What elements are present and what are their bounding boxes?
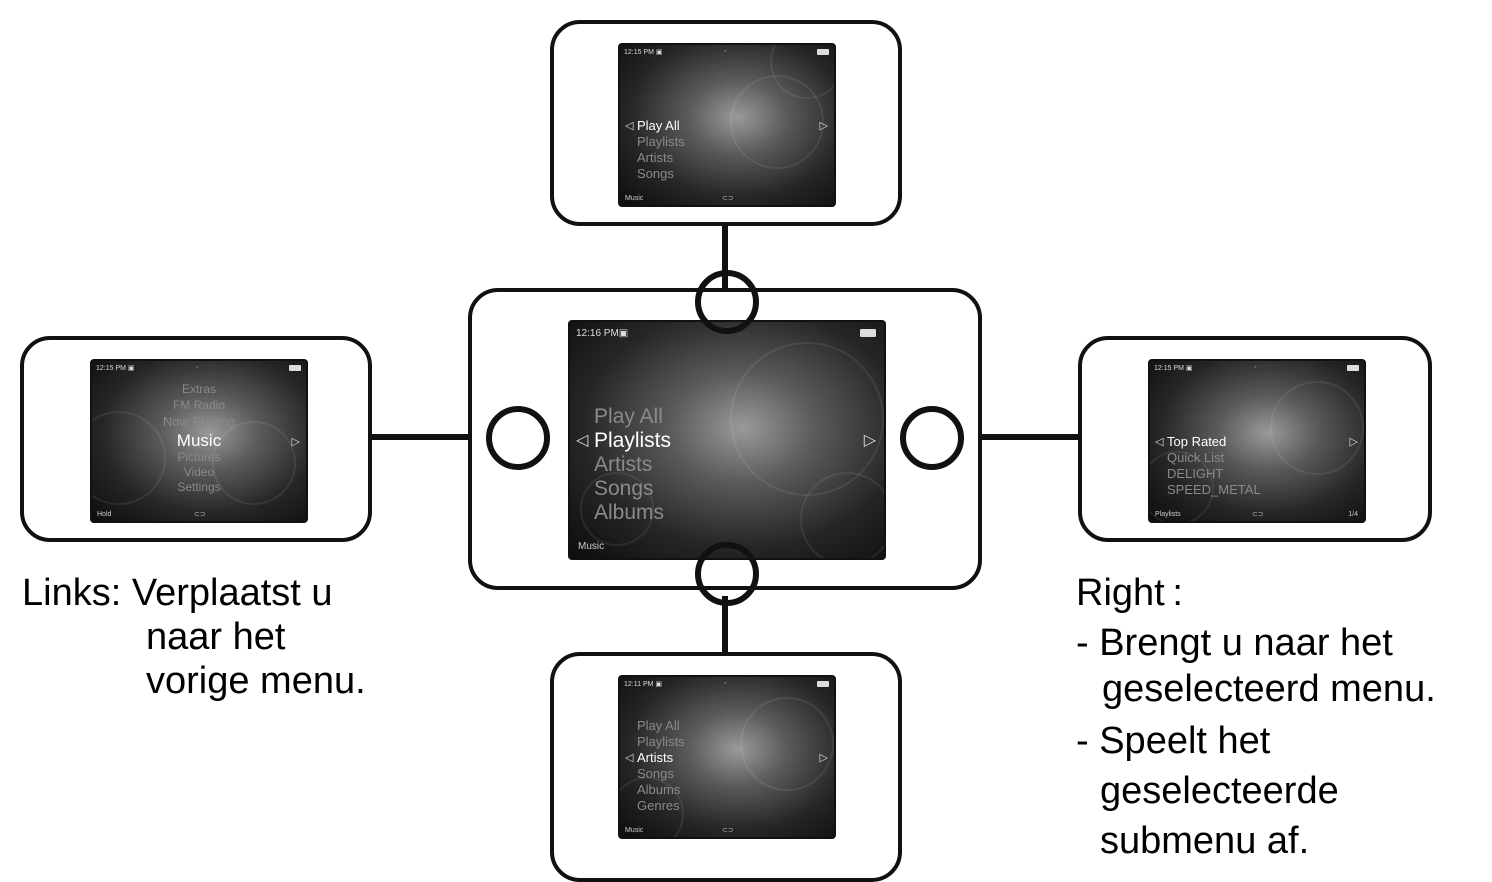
left-button-ring[interactable] [486, 406, 550, 470]
connector-line-bottom [722, 596, 728, 660]
menu-item[interactable]: Now Playing [162, 414, 236, 429]
caption-right-line4: - Speelt het [1076, 720, 1271, 762]
caption-right-line6: submenu af. [1100, 820, 1310, 862]
menu-item[interactable]: Play All [637, 718, 680, 733]
signal-icon: ◦ [724, 680, 727, 687]
right-marker-icon: ▷ [819, 120, 828, 132]
status-time: 12:15 PM ▣ [1154, 365, 1193, 372]
caption-left-line2: naar het [146, 616, 286, 658]
signal-icon: ◦ [196, 364, 199, 371]
battery-icon [817, 49, 829, 55]
battery-icon [1347, 365, 1359, 371]
menu-item[interactable]: Quick List [1167, 450, 1225, 465]
connector-line-top [722, 222, 728, 292]
menu-item[interactable]: Artists [637, 150, 674, 165]
right-marker-icon: ▷ [1349, 436, 1358, 448]
footer-label: Music [625, 827, 644, 834]
left-marker-icon: ◁ [625, 120, 634, 132]
menu-list-right: Top Rated Quick List DELIGHT SPEED_METAL [1167, 435, 1364, 499]
up-button-ring[interactable] [695, 270, 759, 334]
menu-item[interactable]: Extras [181, 382, 216, 396]
menu-item[interactable]: Albums [594, 501, 665, 524]
menu-item[interactable]: Play All [594, 405, 663, 428]
menu-item[interactable]: Artists [637, 750, 674, 765]
page-counter: 1/4 [1348, 511, 1358, 518]
status-time: 12:15 PM ▣ [96, 365, 135, 372]
device-bottom: 12:11 PM ▣ ◦ ◁ ▷ Play All Playlists Arti… [550, 652, 902, 882]
left-marker-icon: ◁ [625, 752, 634, 764]
device-right: 12:15 PM ▣ ◦ ◁ ▷ Top Rated Quick List DE… [1078, 336, 1432, 542]
footer-label: Hold [97, 511, 112, 518]
status-time: 12:15 PM ▣ [624, 49, 663, 56]
footer-label: Playlists [1155, 511, 1181, 518]
menu-item[interactable]: Play All [637, 118, 680, 133]
menu-list-center: Play All Playlists Artists Songs Albums [594, 406, 884, 526]
screen-bottom: 12:11 PM ▣ ◦ ◁ ▷ Play All Playlists Arti… [618, 675, 836, 839]
menu-item[interactable]: Playlists [637, 134, 685, 149]
signal-icon: ◦ [724, 48, 727, 55]
battery-icon [289, 365, 301, 371]
right-marker-icon: ▷ [863, 432, 876, 449]
menu-item[interactable]: Genres [637, 798, 680, 813]
screen-center: 12:16 PM▣ ◁ ▷ Play All Playlists Artists… [568, 320, 886, 560]
left-marker-icon: ◁ [576, 432, 589, 449]
caption-right-line2: - Brengt u naar het [1076, 622, 1393, 664]
menu-item[interactable]: FM Radio [172, 398, 225, 412]
screen-right: 12:15 PM ▣ ◦ ◁ ▷ Top Rated Quick List DE… [1148, 359, 1366, 523]
menu-item[interactable]: Albums [637, 782, 681, 797]
menu-item[interactable]: DELIGHT [1167, 466, 1224, 481]
signal-icon: ◦ [1254, 364, 1257, 371]
menu-item[interactable]: Music [176, 431, 222, 450]
footer-label: Music [625, 195, 644, 202]
right-button-ring[interactable] [900, 406, 964, 470]
menu-item[interactable]: Pictures [177, 450, 221, 464]
menu-list-top: Play All Playlists Artists Songs [637, 119, 834, 183]
menu-list-bottom: Play All Playlists Artists Songs Albums … [637, 719, 834, 815]
menu-item[interactable]: Playlists [637, 734, 685, 749]
caption-right-line3: geselecteerd menu. [1102, 668, 1436, 710]
caption-left-line3: vorige menu. [146, 660, 366, 702]
left-marker-icon: ◁ [1155, 436, 1164, 448]
hold-icon: ⊂⊃ [194, 511, 206, 518]
hold-icon: ⊂⊃ [1252, 511, 1264, 518]
device-left: 12:15 PM ▣ ◦ ▷ Extras FM Radio Now Playi… [20, 336, 372, 542]
screen-left: 12:15 PM ▣ ◦ ▷ Extras FM Radio Now Playi… [90, 359, 308, 523]
device-top: 12:15 PM ▣ ◦ ◁ ▷ Play All Playlists Arti… [550, 20, 902, 226]
right-marker-icon: ▷ [291, 436, 300, 448]
menu-item[interactable]: Artists [594, 453, 653, 476]
menu-item[interactable]: Songs [637, 166, 674, 181]
down-button-ring[interactable] [695, 542, 759, 606]
battery-icon [817, 681, 829, 687]
hold-icon: ⊂⊃ [722, 827, 734, 834]
menu-item[interactable]: Top Rated [1167, 434, 1227, 449]
status-time: 12:11 PM ▣ [624, 681, 663, 688]
menu-item[interactable]: Video [183, 465, 215, 479]
screen-top: 12:15 PM ▣ ◦ ◁ ▷ Play All Playlists Arti… [618, 43, 836, 207]
menu-item[interactable]: Playlists [594, 429, 672, 452]
right-marker-icon: ▷ [819, 752, 828, 764]
menu-item[interactable]: Songs [637, 766, 674, 781]
caption-right-line1: Right : [1076, 572, 1183, 614]
battery-icon [860, 329, 876, 337]
connector-line-right [960, 434, 1118, 440]
connector-line-left [334, 434, 490, 440]
caption-left-line1: Links: Verplaatst u [22, 572, 333, 614]
menu-item[interactable]: SPEED_METAL [1167, 482, 1261, 497]
footer-label: Music [578, 541, 605, 552]
menu-item[interactable]: Settings [177, 480, 221, 494]
status-time: 12:16 PM▣ [576, 328, 629, 339]
menu-list-left: Extras FM Radio Now Playing Music Pictur… [92, 383, 306, 496]
caption-right-line5: geselecteerde [1100, 770, 1339, 812]
hold-icon: ⊂⊃ [722, 195, 734, 202]
menu-item[interactable]: Songs [594, 477, 654, 500]
